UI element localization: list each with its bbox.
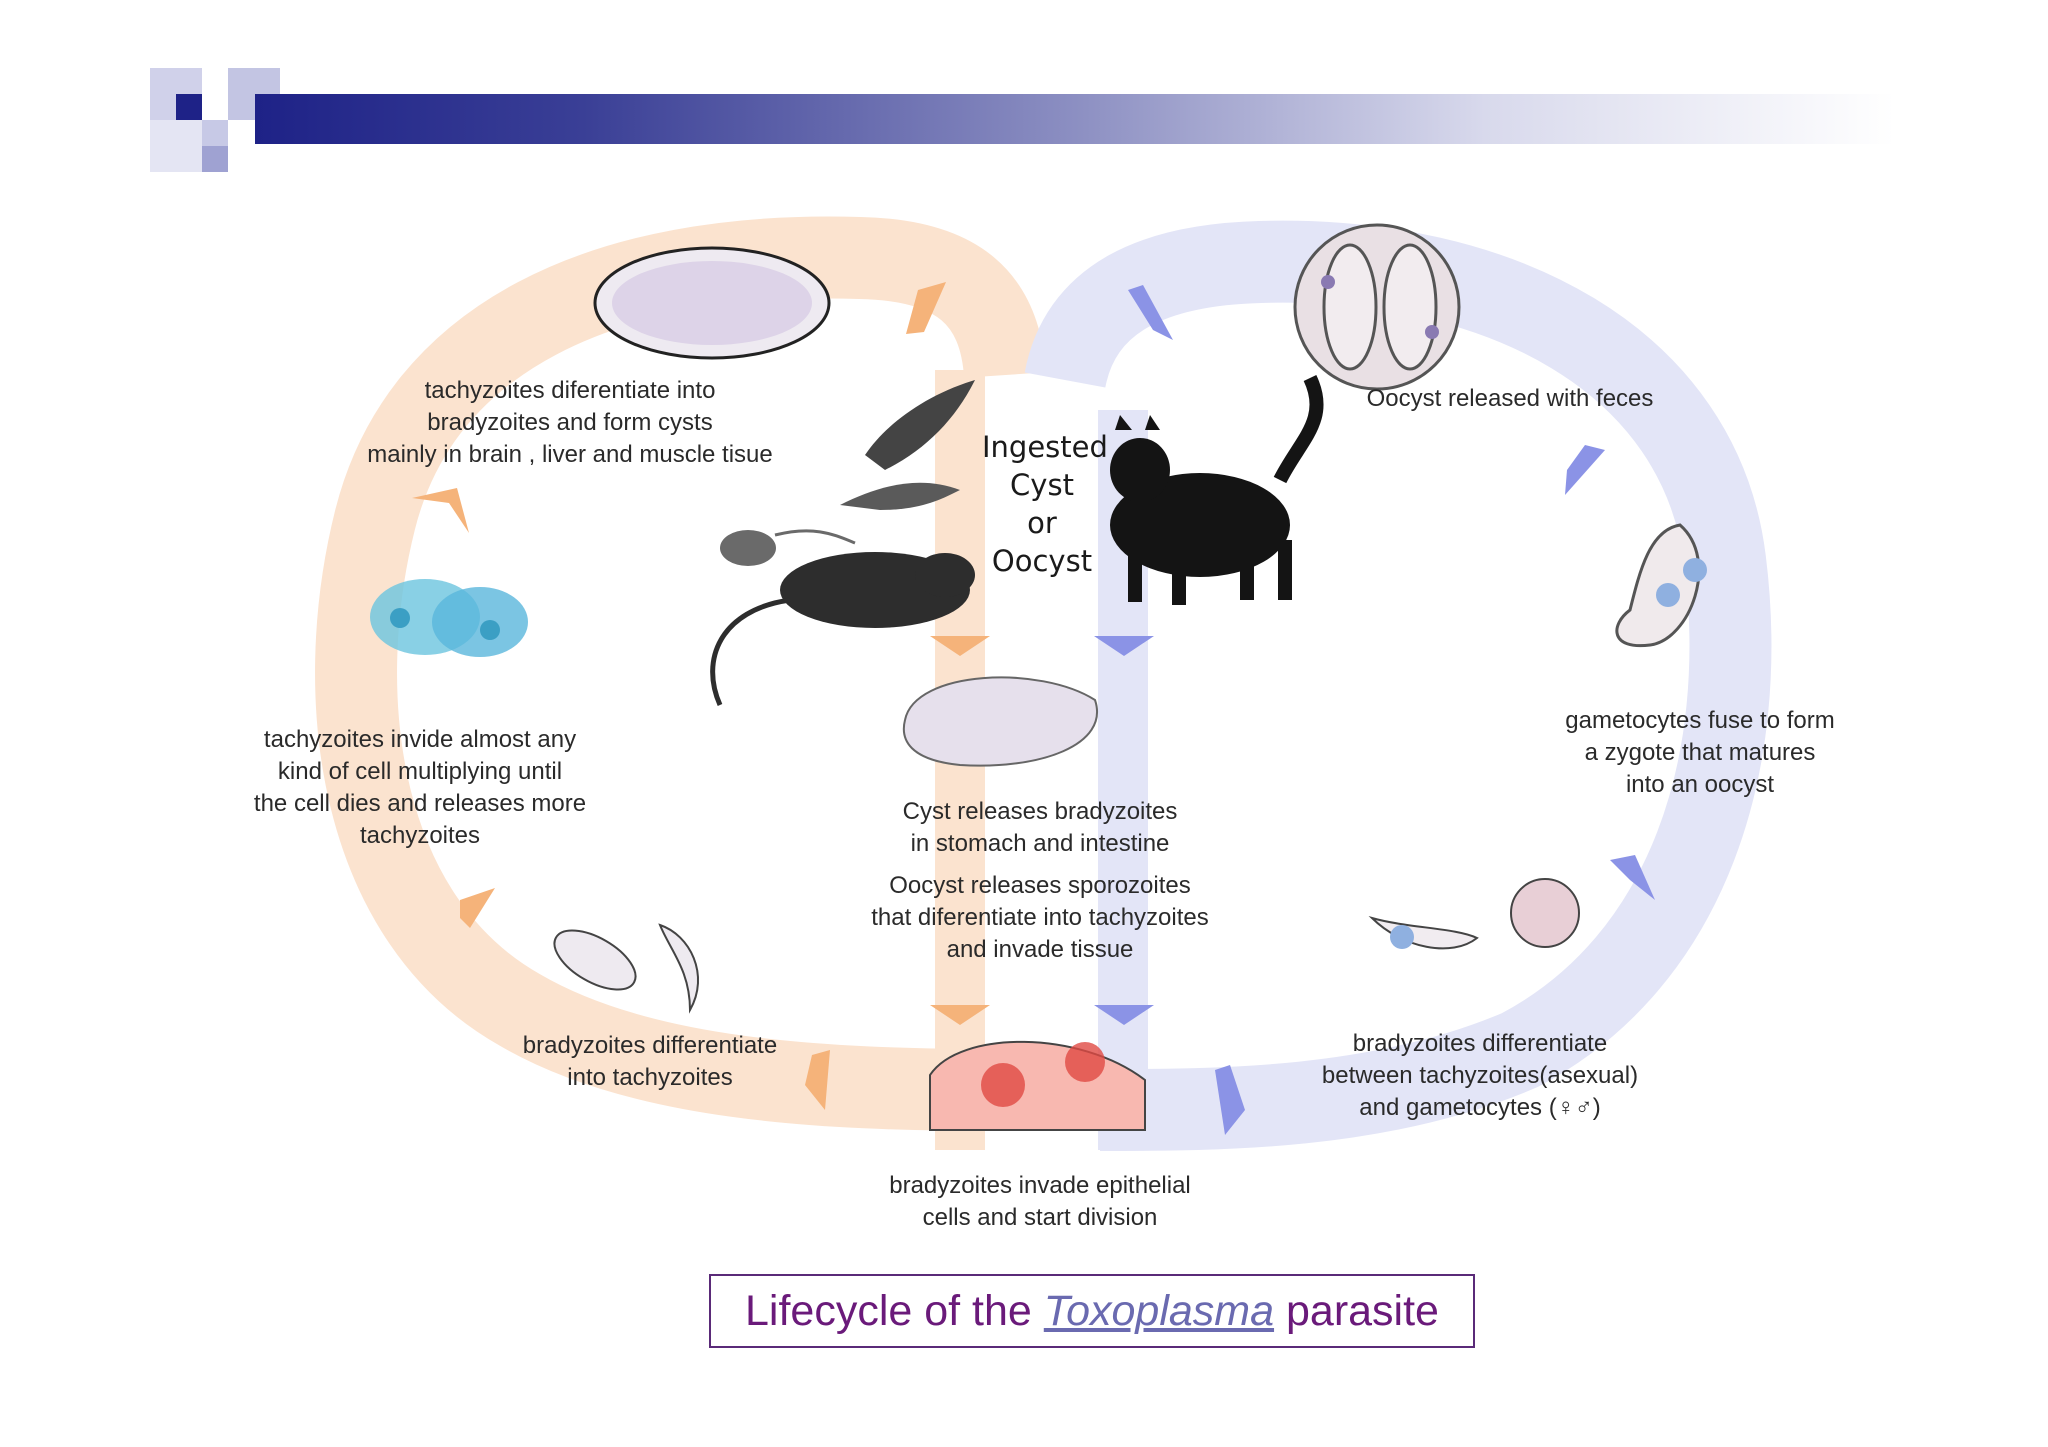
label-form-cysts-line-1: tachyzoites diferentiate into [424,377,716,404]
header-square-dark [176,94,202,120]
label-epithelial-line-2: cells and start division [922,1204,1158,1231]
label-oocyst-feces: Oocyst released with feces [1340,383,1680,415]
label-form-cysts-line-3: mainly in brain , liver and muscle tisue [367,441,773,468]
caption-prefix: Lifecycle of the [745,1286,1044,1335]
ingested-line-1: Ingested [982,430,1108,464]
tissue-cyst-drawing [593,246,831,360]
label-invide-line-3: the cell dies and releases more [253,790,587,817]
header-square-small [202,146,228,172]
label-cyst-releases: Cyst releases bradyzoites in stomach and… [860,796,1220,860]
label-gametocytes-line-2: a zygote that matures [1584,739,1816,766]
label-form-cysts: tachyzoites diferentiate into bradyzoite… [335,375,805,471]
mouse-drawing [720,529,856,566]
arrow-left-lower [460,888,495,928]
arrow-center-1 [930,636,990,656]
label-cyst-releases-line-1: Cyst releases bradyzoites [902,798,1178,825]
arrow-left-top [906,282,946,334]
ingested-line-2: Cyst [1010,468,1074,502]
label-asexual-gametocytes: bradyzoites differentiate between tachyz… [1290,1028,1670,1124]
caption-species: Toxoplasma [1043,1286,1275,1335]
ruptured-cyst-drawing [902,676,1098,767]
right-cycle-band [1024,220,1772,1151]
arrow-center-4 [1094,1005,1154,1025]
label-invide-cells: tachyzoites invide almost any kind of ce… [220,724,620,852]
label-asexual-line-2: between tachyzoites(asexual) [1321,1062,1639,1089]
label-epithelial-line-1: bradyzoites invade epithelial [889,1172,1191,1199]
label-brady-to-tachy-line-2: into tachyzoites [567,1064,733,1091]
label-gametocytes-fuse: gametocytes fuse to form a zygote that m… [1530,705,1870,801]
arrow-right-top [1128,285,1173,340]
label-asexual-line-3: and gametocytes (♀♂) [1359,1094,1601,1121]
label-oocyst-releases-line-3: and invade tissue [946,936,1134,963]
arrow-left-upper [412,488,469,533]
label-oocyst-releases-line-1: Oocyst releases sporozoites [889,872,1191,899]
left-cycle-arrows [412,282,990,1110]
label-oocyst-feces-line-1: Oocyst released with feces [1366,385,1654,412]
label-brady-to-tachy: bradyzoites differentiate into tachyzoit… [500,1030,800,1094]
label-brady-to-tachy-line-1: bradyzoites differentiate [522,1032,778,1059]
caption-box: Lifecycle of the Toxoplasma parasite [709,1274,1475,1348]
header-gradient-bar [255,94,1895,144]
label-asexual-line-1: bradyzoites differentiate [1352,1030,1608,1057]
left-cycle-band [315,216,1046,1131]
label-oocyst-releases: Oocyst releases sporozoites that diferen… [840,870,1240,966]
header-square-light-3 [150,120,202,172]
bird-drawing [840,380,975,510]
sporulated-oocyst-drawing [1293,223,1461,391]
header-square-mid [202,120,228,146]
label-cyst-releases-line-2: in stomach and intestine [910,830,1170,857]
epithelial-cells-drawing [929,1040,1146,1131]
ingested-line-4: Oocyst [991,544,1093,578]
arrow-left-bottom [805,1050,830,1110]
caption-suffix: parasite [1274,1286,1439,1335]
label-form-cysts-line-2: bradyzoites and form cysts [427,409,713,436]
label-oocyst-releases-line-2: that diferentiate into tachyzoites [871,904,1209,931]
arrow-right-lower [1610,855,1655,900]
oocyst-drawing [1615,523,1707,648]
bradyzoite-drawings [553,923,700,1014]
arrow-right-upper [1565,445,1605,495]
label-invide-line-4: tachyzoites [359,822,481,849]
right-cycle-arrows [1094,285,1655,1135]
rat-drawing [710,552,975,707]
cat-drawing [1110,374,1324,605]
center-ingested-label: Ingested Cyst or Oocyst [982,428,1108,580]
ingested-line-3: or [1027,506,1057,540]
label-invide-line-2: kind of cell multiplying until [277,758,563,785]
label-epithelial: bradyzoites invade epithelial cells and … [860,1170,1220,1234]
label-gametocytes-line-1: gametocytes fuse to form [1565,707,1835,734]
arrow-center-2 [930,1005,990,1025]
gametocyte-drawings [1368,878,1580,950]
label-invide-line-1: tachyzoites invide almost any [263,726,577,753]
label-gametocytes-line-3: into an oocyst [1625,771,1775,798]
infected-cells-drawing [370,579,528,657]
arrow-center-3 [1094,636,1154,656]
arrow-right-bottom [1215,1065,1245,1135]
